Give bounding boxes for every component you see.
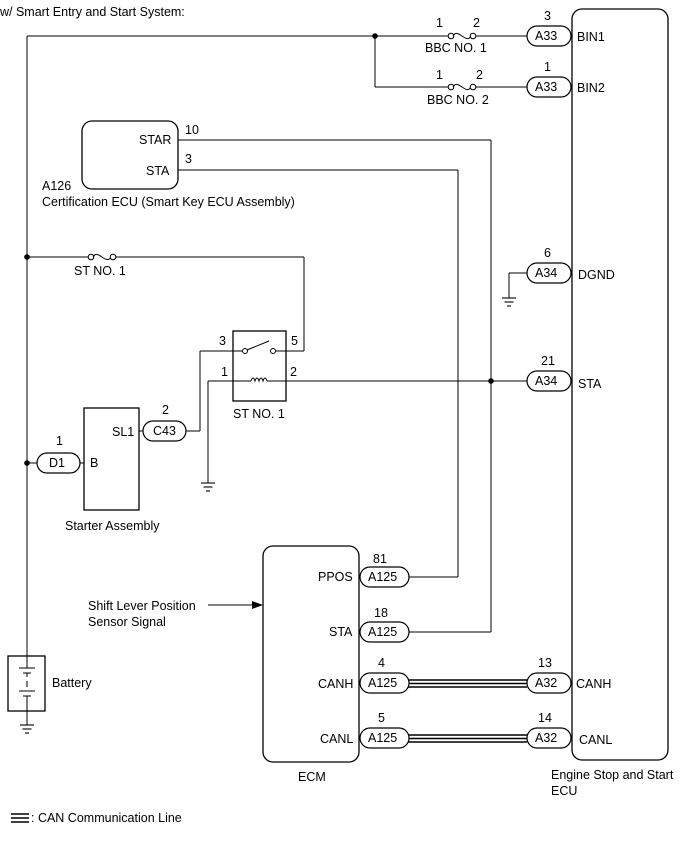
ground-icon (20, 724, 34, 734)
terminal-bin1-label: BIN1 (577, 30, 605, 44)
starter-name: Starter Assembly (65, 519, 160, 533)
relay-pin-2: 2 (290, 365, 297, 379)
relay-st1-switch-symbol (233, 340, 286, 354)
legend-text: : CAN Communication Line (31, 811, 182, 825)
connector-a125-canh (359, 672, 410, 694)
relay-st1-coil-symbol (233, 377, 286, 383)
connector-d1-pin: 1 (56, 434, 63, 448)
connector-a125-canl-pin: 5 (378, 711, 385, 725)
signal-label-line1: Shift Lever Position (88, 599, 196, 613)
connector-a125-sta-pin: 18 (374, 606, 388, 620)
engine-ecu-name-line2: ECU (551, 784, 577, 798)
connector-a33-bin1-pin: 3 (544, 9, 551, 23)
engine-ecu-box (571, 8, 669, 761)
starter-terminal-b: B (90, 456, 98, 470)
cert-ecu-code: A126 (42, 179, 71, 193)
ecm-terminal-ppos: PPOS (318, 570, 353, 584)
terminal-canh-label: CANH (576, 677, 611, 691)
connector-a32-canh (526, 672, 572, 694)
diagram-header: w/ Smart Entry and Start System: (0, 5, 185, 19)
fuse-bbc2-label: BBC NO. 2 (427, 93, 489, 107)
connector-a34-sta (526, 370, 572, 392)
connector-a34-sta-pin: 21 (541, 354, 555, 368)
terminal-sta-label: STA (578, 377, 602, 391)
connector-a125-canh-code: A125 (368, 676, 397, 690)
ecm-terminal-canh: CANH (318, 677, 353, 691)
relay-st1-box (232, 330, 287, 402)
connector-a33-bin2-pin: 1 (544, 60, 551, 74)
fuse-bbc2-pin-a: 1 (436, 68, 443, 82)
battery-cell-icon (19, 656, 35, 711)
connector-a33-bin2 (526, 76, 572, 98)
fuse-st1-label: ST NO. 1 (74, 264, 126, 278)
junction-dots (24, 33, 494, 466)
fuse-st1-symbol (87, 253, 117, 261)
can-lines (408, 679, 527, 743)
relay-pin-1: 1 (221, 365, 228, 379)
connector-a33-bin2-code: A33 (535, 80, 557, 94)
connector-a125-canl-code: A125 (368, 731, 397, 745)
connector-d1 (36, 452, 81, 474)
connector-a32-canl-pin: 14 (538, 711, 552, 725)
connector-a34-sta-code: A34 (535, 374, 557, 388)
connector-c43-code: C43 (153, 424, 176, 438)
connector-a32-canl (526, 727, 572, 749)
fuse-bbc1-pin-b: 2 (473, 16, 480, 30)
cert-ecu-name: Certification ECU (Smart Key ECU Assembl… (42, 195, 295, 209)
terminal-bin2-label: BIN2 (577, 81, 605, 95)
connector-a125-ppos-code: A125 (368, 570, 397, 584)
connector-a125-sta (359, 621, 410, 643)
cert-ecu-terminal-star: STAR (139, 133, 171, 147)
ecm-name: ECM (298, 770, 326, 784)
connector-a32-canh-code: A32 (535, 676, 557, 690)
connector-a34-dgnd-code: A34 (535, 266, 557, 280)
connector-a125-canh-pin: 4 (378, 656, 385, 670)
connector-a34-dgnd-pin: 6 (544, 246, 551, 260)
cert-ecu-pin-sta: 3 (185, 152, 192, 166)
connector-a33-bin1 (526, 25, 572, 47)
fuse-bbc2-symbol (447, 83, 477, 91)
connector-c43 (142, 420, 187, 442)
connector-a33-bin1-code: A33 (535, 29, 557, 43)
fuse-bbc1-label: BBC NO. 1 (425, 41, 487, 55)
starter-box (83, 407, 140, 511)
ground-icon (201, 482, 215, 492)
connector-d1-code: D1 (49, 456, 65, 470)
terminal-canl-label: CANL (579, 733, 612, 747)
ecm-terminal-sta: STA (329, 625, 353, 639)
engine-ecu-name-line1: Engine Stop and Start (551, 768, 674, 782)
signal-arrow-icon (208, 601, 263, 609)
connector-a125-ppos (359, 566, 410, 588)
connector-a32-canl-code: A32 (535, 731, 557, 745)
ecm-box (262, 545, 360, 763)
connector-a125-ppos-pin: 81 (373, 552, 387, 566)
cert-ecu-box (81, 120, 179, 190)
can-line-legend-icon (11, 813, 29, 823)
relay-pin-3: 3 (219, 334, 226, 348)
cert-ecu-terminal-sta: STA (146, 164, 170, 178)
ground-icon (502, 297, 516, 307)
ecm-terminal-canl: CANL (320, 732, 353, 746)
relay-pin-5: 5 (291, 334, 298, 348)
signal-label-line2: Sensor Signal (88, 615, 166, 629)
connector-a125-canl (359, 727, 410, 749)
fuse-bbc1-symbol (447, 32, 477, 40)
fuse-bbc2-pin-b: 2 (476, 68, 483, 82)
fuse-bbc1-pin-a: 1 (436, 16, 443, 30)
terminal-dgnd-label: DGND (578, 268, 615, 282)
battery-name: Battery (52, 676, 92, 690)
connector-a125-sta-code: A125 (368, 625, 397, 639)
cert-ecu-pin-star: 10 (185, 123, 199, 137)
connector-a34-dgnd (526, 262, 572, 284)
wire-lines (26, 35, 572, 725)
starter-terminal-sl1: SL1 (112, 425, 134, 439)
connector-a32-canh-pin: 13 (538, 656, 552, 670)
connector-c43-pin: 2 (162, 403, 169, 417)
relay-st1-name: ST NO. 1 (233, 407, 285, 421)
